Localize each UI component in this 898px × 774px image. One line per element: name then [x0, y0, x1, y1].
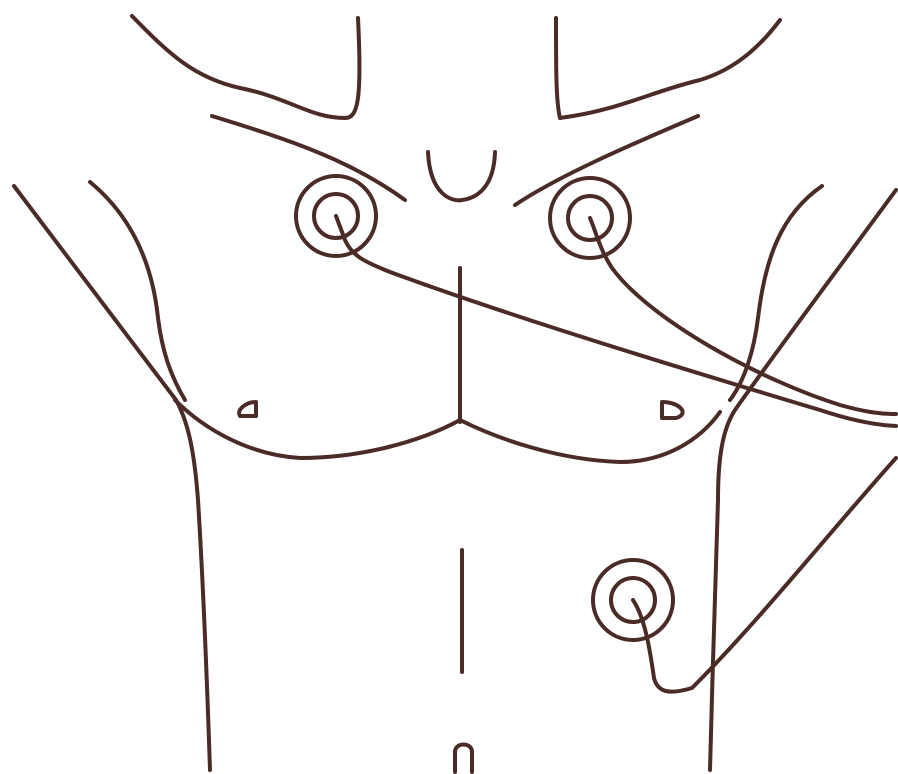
lead-wire-left-lower [633, 458, 896, 692]
electrodes [296, 176, 673, 640]
left-inner-arm-line [730, 186, 822, 400]
sternal-notch [428, 152, 495, 200]
navel [455, 745, 472, 773]
lead-wire-left-upper [590, 218, 896, 414]
right-inner-arm-line [90, 182, 185, 400]
left-nipple [662, 402, 683, 418]
right-nipple [239, 402, 256, 416]
right-neck-shoulder-line [132, 16, 359, 118]
left-outer-arm-line [710, 190, 896, 770]
lead-wires [336, 216, 896, 692]
left-pectoral-line [460, 412, 720, 462]
right-outer-arm-line [14, 186, 210, 770]
left-neck-shoulder-line [556, 18, 780, 118]
right-pectoral-line [175, 400, 460, 458]
left-clavicle [515, 116, 698, 205]
